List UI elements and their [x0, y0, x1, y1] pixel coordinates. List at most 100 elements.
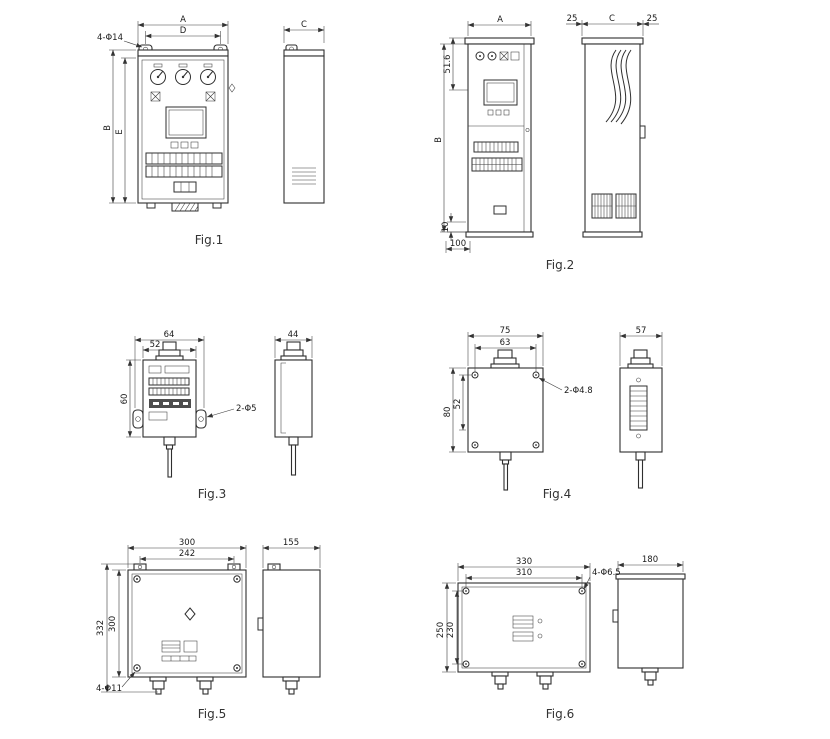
dim-label-52: 52 — [453, 399, 463, 410]
mounting-hole — [137, 564, 143, 570]
dim-label-B: B — [434, 137, 444, 143]
enclosure-body — [619, 367, 663, 453]
cable-gland — [627, 349, 654, 369]
vent-slots — [591, 193, 637, 219]
cable-gland — [491, 671, 509, 690]
display-window — [165, 106, 207, 139]
dim-label-52: 52 — [150, 340, 161, 350]
figure-caption: Fig.2 — [546, 258, 574, 272]
dim-label-250: 250 — [436, 622, 446, 638]
door-outline — [461, 586, 587, 669]
hole-note: 2-Φ4.8 — [564, 386, 593, 396]
hole-note: 4-Φ11 — [96, 684, 122, 694]
figure-1-dimensions: A D B E C 4-Φ14 — [97, 15, 325, 204]
mounting-hole — [231, 564, 237, 570]
nameplate — [161, 640, 198, 662]
foot — [146, 202, 156, 209]
probe-stem — [499, 451, 512, 491]
corner-screw — [471, 441, 479, 449]
push-button — [487, 109, 494, 116]
figure-4: 75 63 80 52 57 2-Φ4.8 Fig.4 — [443, 326, 663, 501]
base-plate — [582, 231, 643, 238]
enclosure-body — [274, 359, 313, 438]
dim-label-300-top: 300 — [179, 538, 195, 548]
figure-caption: Fig.3 — [198, 487, 226, 501]
figure-2-front-view — [464, 37, 535, 238]
hole-note: 4-Φ14 — [97, 33, 123, 43]
connector-block — [173, 181, 197, 193]
figure-5: 300 242 332 300 155 4-Φ11 Fig.5 — [96, 538, 321, 721]
cable-gland — [282, 676, 300, 695]
dim-label-63: 63 — [500, 338, 511, 348]
figure-caption: Fig.6 — [546, 707, 574, 721]
dim-label-C: C — [301, 20, 307, 30]
enclosure-body — [142, 359, 197, 438]
label-plate — [148, 411, 168, 421]
figure-5-dimensions: 300 242 332 300 155 4-Φ11 — [96, 538, 321, 694]
vent-slots — [292, 167, 316, 185]
corner-screw — [133, 664, 141, 672]
cable-gland — [641, 667, 659, 686]
figure-3: 64 52 60 44 2-Φ5 Fig.3 — [120, 330, 313, 501]
hole-note: 4-Φ6.5 — [592, 568, 621, 578]
dim-label-242: 242 — [179, 549, 195, 559]
dim-label-25-left: 25 — [567, 14, 578, 24]
figure-4-front-view — [467, 349, 544, 491]
figure-caption: Fig.4 — [543, 487, 571, 501]
label-plate — [164, 365, 190, 374]
figure-caption: Fig.5 — [198, 707, 226, 721]
dim-label-300-left: 300 — [108, 616, 118, 632]
enclosure-body — [457, 582, 591, 673]
base-plate — [465, 231, 534, 238]
cable-gland — [536, 671, 554, 690]
dim-label-25-right: 25 — [647, 14, 658, 24]
figure-caption: Fig.1 — [195, 233, 223, 247]
enclosure-body — [137, 55, 229, 204]
nameplate — [512, 615, 543, 642]
control-knob — [150, 69, 166, 85]
cable-gland — [490, 349, 520, 369]
dim-label-64: 64 — [164, 330, 175, 340]
dim-label-B: B — [103, 125, 113, 131]
dim-label-44: 44 — [288, 330, 299, 340]
push-button — [170, 141, 179, 149]
door-outline — [131, 573, 243, 674]
indicator-button — [205, 91, 216, 102]
enclosure-body — [467, 367, 544, 453]
dim-label-top-section: 51.6 — [443, 55, 453, 74]
figure-3-front-view — [132, 341, 207, 478]
dim-label-332: 332 — [96, 620, 106, 636]
foot — [212, 202, 222, 209]
terminal-strip — [148, 377, 190, 396]
cable-bundle — [605, 49, 632, 125]
figure-3-dimensions: 64 52 60 44 2-Φ5 — [120, 330, 313, 438]
dim-label-230: 230 — [446, 622, 456, 638]
push-button — [495, 109, 502, 116]
terminal-strip — [629, 377, 648, 439]
bottom-connector — [171, 202, 199, 212]
side-tag — [228, 83, 236, 93]
figure-1-front-view — [137, 44, 236, 212]
enclosure-body — [283, 55, 325, 204]
indicator-button — [510, 51, 520, 61]
control-knob — [175, 69, 191, 85]
dim-label-180: 180 — [642, 555, 658, 565]
latch — [612, 609, 619, 623]
cable-gland — [149, 676, 167, 695]
dim-label-A: A — [497, 15, 503, 25]
label-plate — [148, 365, 162, 374]
enclosure-body — [617, 578, 684, 669]
enclosure-body — [467, 43, 532, 233]
top-plate — [581, 37, 644, 45]
dim-label-D: D — [180, 26, 187, 36]
probe-stem — [288, 436, 299, 476]
logo-diamond — [184, 607, 196, 621]
figure-2-side-view — [581, 37, 646, 238]
figure-1: A D B E C 4-Φ14 Fig.1 — [97, 15, 325, 247]
dim-label-310: 310 — [516, 568, 532, 578]
terminal-strip — [145, 152, 223, 178]
door-lock — [525, 128, 530, 132]
mounting-ear — [133, 563, 147, 571]
